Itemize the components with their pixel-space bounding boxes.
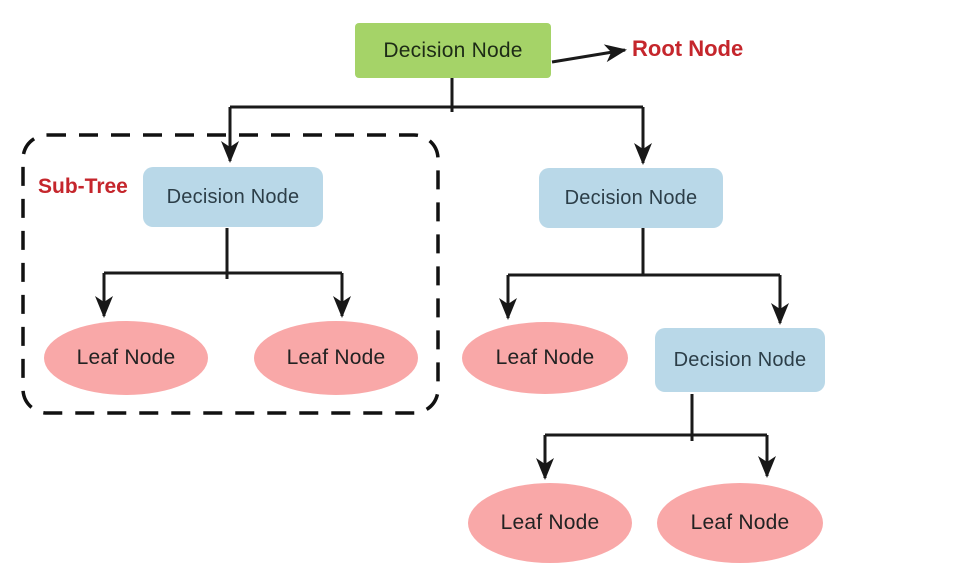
lower-decision-node: Decision Node	[655, 328, 825, 392]
edge-root-to-root-label	[551, 44, 627, 64]
bottom-leaf-node-2: Leaf Node	[657, 483, 823, 563]
subtree-decision-node: Decision Node	[143, 167, 323, 227]
root-node-annotation: Root Node	[632, 36, 744, 61]
right-decision-node: Decision Node	[539, 168, 723, 228]
subtree-annotation: Sub-Tree	[38, 175, 128, 198]
bottom-leaf-node-1: Leaf Node	[468, 483, 632, 563]
subtree-leaf-node-2: Leaf Node	[254, 321, 418, 395]
subtree-dashed-region	[21, 133, 440, 415]
mid-leaf-node: Leaf Node	[462, 322, 628, 394]
subtree-leaf-node-1: Leaf Node	[44, 321, 208, 395]
root-decision-node: Decision Node	[355, 23, 551, 78]
